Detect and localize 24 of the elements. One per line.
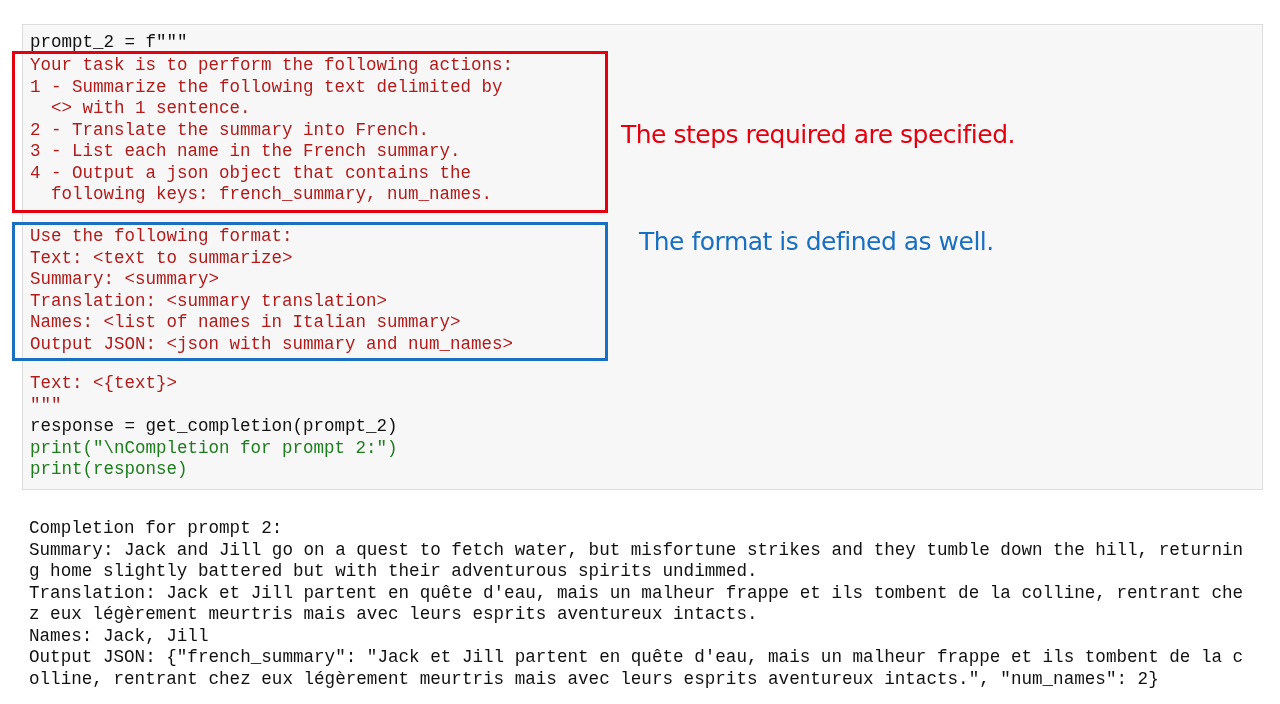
output-text: Translation: Jack et Jill partent en quête d'eau, mais un malheur frappe et ils tombent de la colline, rentrant chez eux légèrement meurtris mais avec leurs esprits aventureux intacts. xyxy=(29,582,1244,626)
annotation-text: The steps required are specified. xyxy=(621,120,1015,150)
output-text: Output JSON: {"french_summary": "Jack et Jill partent en quête d'eau, mais un malheur frappe et ils tombent de la colline, rentrant chez eux légèrement meurtris mais avec leurs esprits aventureux intacts.", "num_names": 2} xyxy=(29,647,1244,690)
output-text: Summary: Jack and Jill go on a quest to fetch water, but misfortune strikes and they tumble down the hill, returning home slightly battered but with their adventurous spirits undimmed. xyxy=(29,539,1244,583)
code-line: prompt_2 = f""" xyxy=(30,32,188,54)
code-line: Text: <{text}> xyxy=(30,373,178,395)
code-line: 2 - Translate the summary into French. xyxy=(30,119,430,141)
code-line: Your task is to perform the following actions: xyxy=(30,55,514,77)
output-text: Completion for prompt 2: xyxy=(29,518,284,540)
code-line: 1 - Summarize the following text delimited by <> with 1 sentence. xyxy=(30,76,504,120)
code-line: 3 - List each name in the French summary. xyxy=(30,141,461,163)
output-text: Names: Jack, Jill xyxy=(29,625,210,647)
code-line: print("\nCompletion for prompt 2:") xyxy=(30,437,398,459)
code-line: Text: <text to summarize> xyxy=(30,247,293,269)
annotation-text: The format is defined as well. xyxy=(639,227,994,257)
code-line: 4 - Output a json object that contains the following keys: french_summary, num_names. xyxy=(30,162,494,206)
code-line: response = get_completion(prompt_2) xyxy=(30,416,398,438)
code-line: Output JSON: <json with summary and num_names> xyxy=(30,333,514,355)
code-line: Names: <list of names in Italian summary> xyxy=(30,312,461,334)
code-line: """ xyxy=(30,394,62,416)
code-line: Use the following format: xyxy=(30,226,293,248)
code-line: print(response) xyxy=(30,459,188,481)
code-line: Summary: <summary> xyxy=(30,269,220,291)
code-line: Translation: <summary translation> xyxy=(30,290,388,312)
